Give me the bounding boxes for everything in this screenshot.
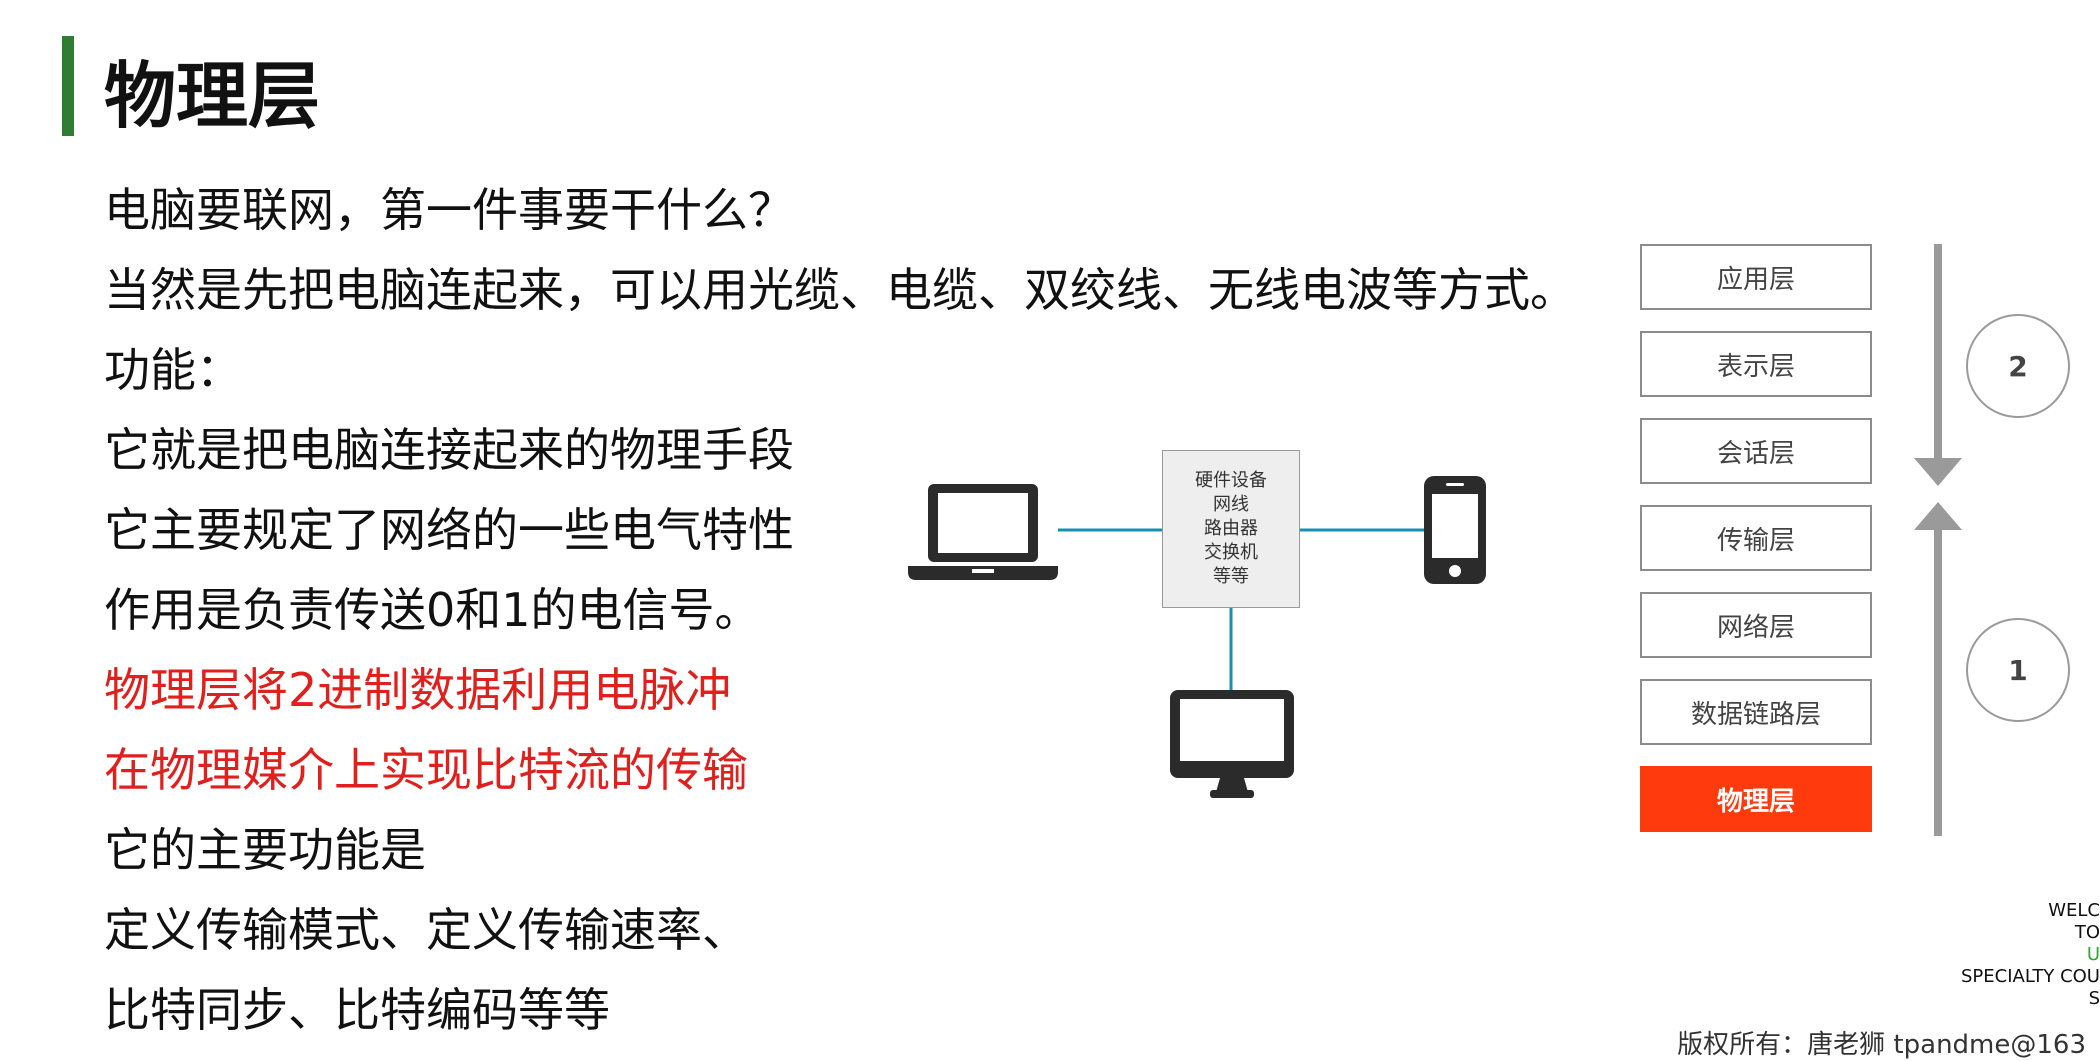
up-arrow-shaft	[1934, 526, 1942, 836]
body-line: 它就是把电脑连接起来的物理手段	[104, 423, 794, 477]
osi-layer-application: 应用层	[1640, 244, 1872, 310]
body-line: 电脑要联网，第一件事要干什么？	[104, 183, 794, 237]
body-line: 功能：	[104, 343, 242, 397]
network-diagram: 硬件设备 网线 路由器 交换机 等等	[900, 440, 1500, 810]
up-arrow-head-icon	[1914, 502, 1962, 530]
hub-label: 网线	[1213, 494, 1249, 515]
step-circle-2: 2	[1966, 314, 2070, 418]
watermark-badge: WELC TO U SPECIALTY COU S	[1900, 900, 2100, 1010]
diagram-links	[1058, 528, 1424, 692]
badge-line: U	[2086, 944, 2100, 965]
body-line: 定义传输模式、定义传输速率、	[104, 903, 748, 957]
slide-title: 物理层	[104, 54, 321, 138]
osi-layer-network: 网络层	[1640, 592, 1872, 658]
hardware-box: 硬件设备 网线 路由器 交换机 等等	[1162, 450, 1300, 608]
osi-layer-data-link: 数据链路层	[1640, 679, 1872, 745]
badge-line: WELC	[2048, 900, 2100, 921]
badge-line: SPECIALTY COU	[1960, 966, 2100, 987]
body-line-highlight: 在物理媒介上实现比特流的传输	[104, 743, 748, 797]
osi-layer-physical: 物理层	[1640, 766, 1872, 832]
hub-label: 等等	[1213, 566, 1249, 587]
laptop-icon	[908, 484, 1058, 580]
osi-layer-transport: 传输层	[1640, 505, 1872, 571]
badge-line: S	[2088, 988, 2100, 1009]
badge-line: TO	[2074, 922, 2100, 943]
osi-layer-session: 会话层	[1640, 418, 1872, 484]
body-line: 当然是先把电脑连起来，可以用光缆、电缆、双绞线、无线电波等方式。	[104, 263, 1576, 317]
body-line: 它的主要功能是	[104, 823, 426, 877]
down-arrow-head-icon	[1914, 458, 1962, 486]
osi-layer-presentation: 表示层	[1640, 331, 1872, 397]
flow-arrows	[1914, 244, 1962, 836]
body-line: 它主要规定了网络的一些电气特性	[104, 503, 794, 557]
body-line: 作用是负责传送0和1的电信号。	[104, 583, 761, 637]
body-line-highlight: 物理层将2进制数据利用电脉冲	[104, 663, 732, 717]
hub-label: 硬件设备	[1195, 470, 1267, 491]
phone-icon	[1424, 476, 1486, 584]
body-line: 比特同步、比特编码等等	[104, 983, 610, 1037]
title-accent-bar	[62, 36, 74, 136]
hub-label: 交换机	[1204, 542, 1258, 563]
step-circle-1: 1	[1966, 618, 2070, 722]
hub-label: 路由器	[1204, 518, 1258, 539]
down-arrow-shaft	[1934, 244, 1942, 466]
copyright-footer: 版权所有：唐老狮 tpandme@163	[1677, 1030, 2086, 1060]
desktop-monitor-icon	[1170, 690, 1294, 798]
